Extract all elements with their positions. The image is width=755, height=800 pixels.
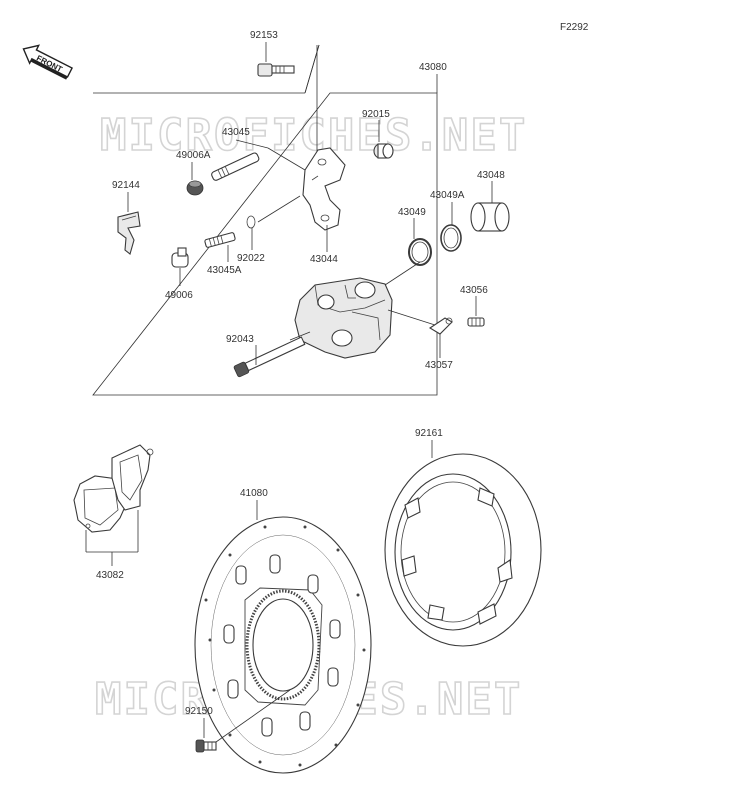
- label-92043: 92043: [226, 334, 254, 345]
- label-92015: 92015: [362, 109, 390, 120]
- label-49006A: 49006A: [176, 150, 211, 161]
- label-92161: 92161: [415, 428, 443, 439]
- label-43082: 43082: [96, 570, 124, 581]
- part-43049-seal: [408, 238, 432, 266]
- part-92043-bolt: [233, 336, 306, 378]
- part-41080-disc: [194, 516, 372, 774]
- label-43056: 43056: [460, 285, 488, 296]
- part-92022-ring: [246, 215, 256, 229]
- figure-code: F2292: [560, 22, 589, 33]
- label-92150: 92150: [185, 706, 213, 717]
- part-43045A-pin: [204, 232, 236, 248]
- label-92153: 92153: [250, 30, 278, 41]
- label-43080: 43080: [419, 62, 447, 73]
- part-49006A-cap: [186, 180, 204, 196]
- part-caliper-body: [294, 277, 393, 359]
- label-43049A: 43049A: [430, 190, 465, 201]
- part-43049A-seal: [440, 224, 462, 252]
- label-92144: 92144: [112, 180, 140, 191]
- label-43057: 43057: [425, 360, 453, 371]
- part-43044-bracket: [302, 147, 346, 231]
- part-92150-screw: [195, 739, 217, 753]
- part-92144-clip: [117, 211, 141, 255]
- watermark-top: MICROFICHES.NET: [100, 110, 527, 161]
- label-92022: 92022: [237, 253, 265, 264]
- label-49006: 49006: [165, 290, 193, 301]
- label-43045: 43045: [222, 127, 250, 138]
- part-43057-cap: [428, 317, 453, 335]
- caliper-assembly-frame: [92, 92, 438, 396]
- part-43048-piston: [470, 202, 510, 232]
- label-43049: 43049: [398, 207, 426, 218]
- label-43048: 43048: [477, 170, 505, 181]
- label-41080: 41080: [240, 488, 268, 499]
- part-92161-ring: [384, 453, 542, 647]
- part-43045-pin: [211, 152, 260, 181]
- label-43045A: 43045A: [207, 265, 242, 276]
- part-43056-bleeder: [467, 317, 485, 327]
- part-49006-cap: [171, 247, 189, 268]
- part-92153-bolt: [257, 63, 295, 77]
- front-arrow-icon: FRONT: [22, 44, 74, 80]
- part-43082-pads: [73, 444, 154, 533]
- label-43044: 43044: [310, 254, 338, 265]
- part-92015-bushing: [373, 143, 394, 159]
